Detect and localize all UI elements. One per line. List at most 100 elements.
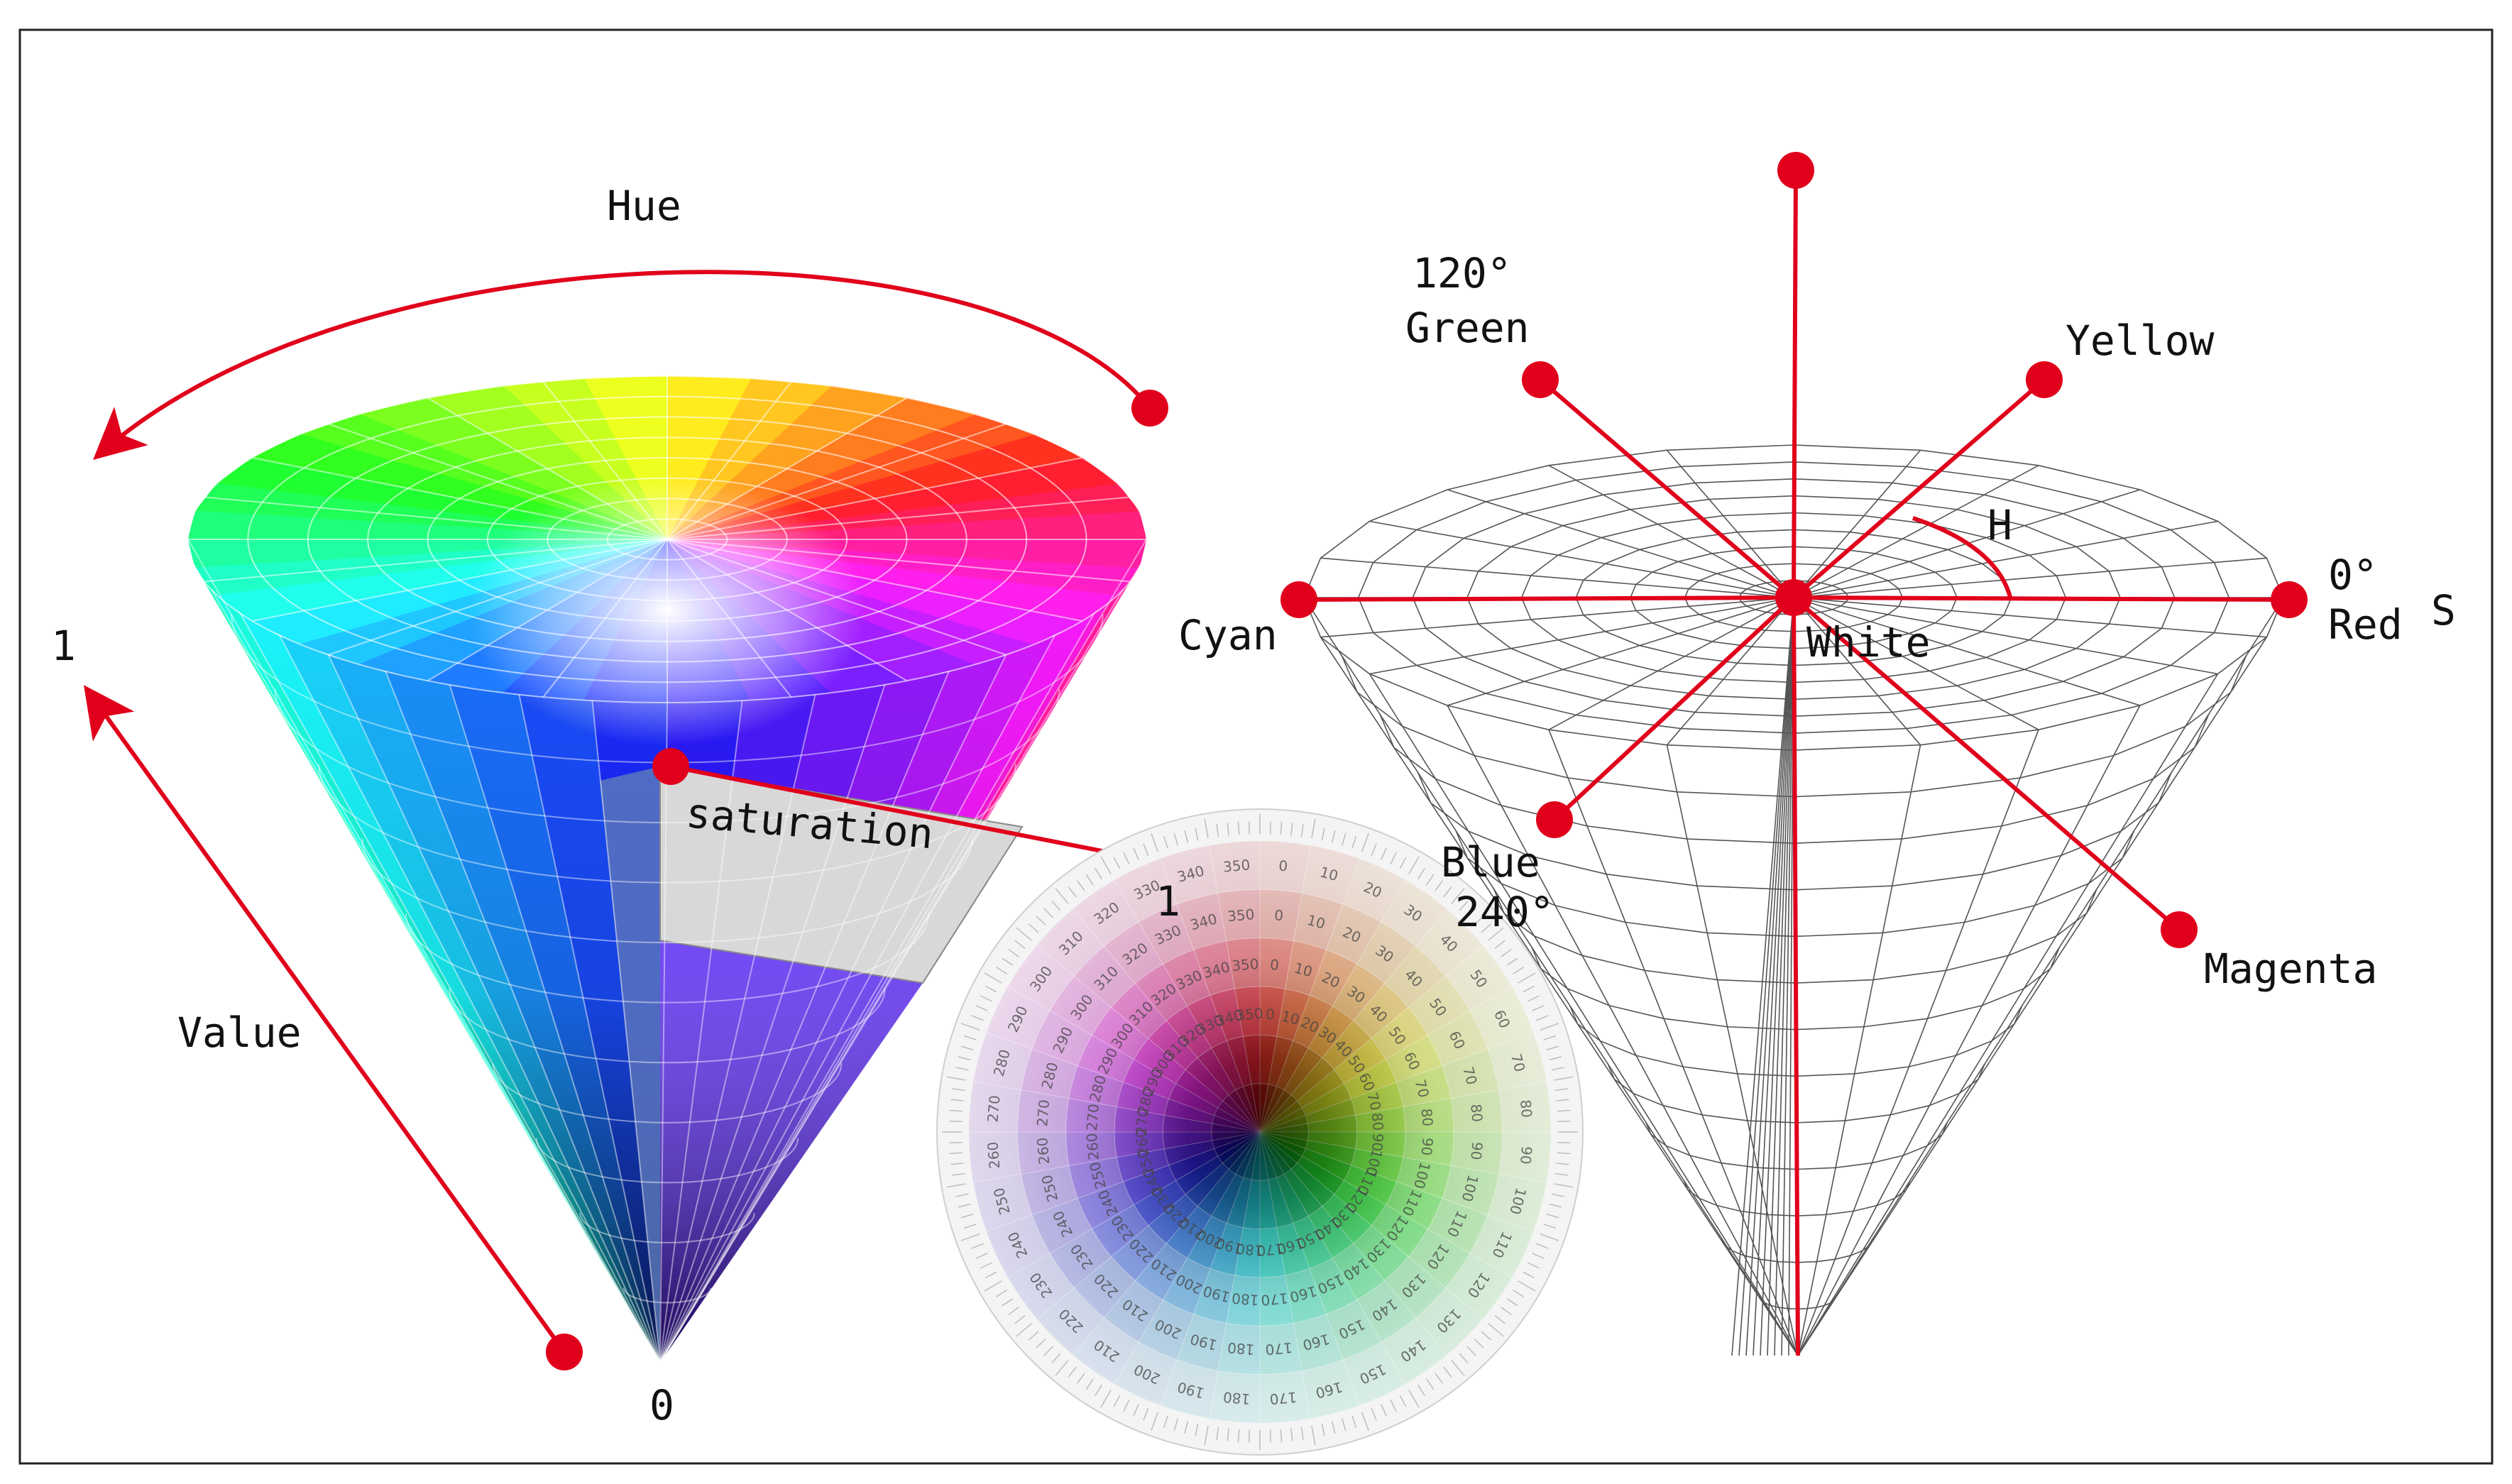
wheel-tick — [1536, 1243, 1549, 1249]
wheel-tick — [1466, 1346, 1476, 1356]
cone-grid-ring — [405, 913, 930, 1004]
wheel-tick — [984, 1271, 997, 1279]
cap-grid-spoke — [667, 457, 1082, 540]
wheel-tick — [1417, 1384, 1425, 1396]
wheel-tick — [1528, 1262, 1540, 1269]
wheel-tick — [1554, 1172, 1568, 1176]
right-cone-hue-rays — [1280, 152, 2308, 1356]
wheel-tick — [980, 1262, 992, 1269]
wheel-tick — [1459, 901, 1469, 911]
cone-grid-line — [591, 700, 661, 1363]
wheel-tick — [1068, 1366, 1077, 1378]
value-arrow — [83, 685, 566, 1353]
wheel-degree-label: 350 — [1231, 955, 1259, 974]
wheel-tick — [1549, 1056, 1562, 1061]
wheel-tick — [1151, 832, 1159, 852]
cone-wire-line — [1548, 729, 1799, 1356]
wheel-tick — [1390, 852, 1397, 864]
h-angle-arc — [1912, 516, 2013, 600]
cone-grid-ring — [449, 988, 886, 1064]
cap-wire-spoke — [1793, 597, 2218, 675]
cap-wire-spoke — [1666, 449, 1794, 598]
wheel-tick — [950, 1163, 964, 1165]
wheel-degree-label: 260 — [1133, 1128, 1152, 1156]
wheel-degree-label: 80 — [1467, 1104, 1486, 1123]
cap-grid-spoke — [204, 496, 668, 540]
cone-grid-line — [659, 539, 1147, 1363]
wheel-tick — [1408, 856, 1420, 874]
wheel-tick — [1506, 1298, 1518, 1307]
wheel-tick — [1237, 1429, 1240, 1442]
cap-grid-spoke — [667, 539, 1131, 583]
wheel-tick — [971, 1015, 984, 1021]
cone-grid-ring — [492, 1063, 843, 1123]
wheel-degree-label: 80 — [1418, 1108, 1437, 1127]
wheel-degree-label: 180 — [1231, 1290, 1259, 1309]
wheel-tick — [1557, 1120, 1571, 1123]
magenta-ray — [1792, 595, 2181, 932]
green-angle-label: 120° — [1413, 249, 1512, 297]
saturation-max-label: 1 — [1156, 877, 1180, 925]
wheel-tick — [946, 1183, 967, 1188]
green-dot — [1522, 361, 1559, 398]
cap-wire-spoke — [1320, 597, 1794, 638]
cone-grid-ring — [318, 764, 1016, 884]
wheel-degree-label: 90 — [1369, 1133, 1387, 1152]
wheel-tick — [1399, 857, 1407, 869]
value-arrow-start-dot — [546, 1334, 583, 1370]
wheel-tick — [1371, 843, 1377, 856]
cone-grid-line — [659, 564, 1141, 1363]
wheel-tick — [1351, 836, 1357, 849]
wheel-tick — [960, 1233, 980, 1241]
cone-wire-line — [1797, 637, 2268, 1356]
wheel-tick — [1518, 1280, 1536, 1292]
wheel-tick — [1546, 1214, 1559, 1219]
wheel-tick — [1076, 880, 1085, 891]
wheel-tick — [1501, 1307, 1512, 1316]
wheel-tick — [1474, 1339, 1484, 1348]
cone-grid-line — [518, 694, 661, 1363]
cap-wire-spoke — [1793, 597, 2141, 706]
cap-grid-spoke — [204, 539, 668, 583]
wheel-tick — [1342, 832, 1347, 846]
wheel-tick — [1237, 822, 1240, 835]
wheel-tick — [1543, 1224, 1556, 1229]
wheel-tick — [1248, 821, 1251, 835]
wheel-tick — [1466, 908, 1476, 918]
cone-grid-line — [239, 612, 661, 1363]
cone-grid-line — [659, 612, 1095, 1363]
wheel-tick — [1426, 874, 1435, 886]
cone-wire-line — [1447, 705, 1799, 1356]
wheel-tick — [1442, 1366, 1452, 1378]
wheel-tick — [1008, 948, 1019, 957]
wheel-tick — [1459, 1353, 1469, 1363]
wheel-tick — [1381, 1404, 1387, 1417]
cone-grid-line — [211, 589, 661, 1363]
yellow-ray — [1792, 378, 2046, 600]
cone-grid-line — [659, 589, 1124, 1363]
red-label: Red — [2328, 600, 2403, 649]
wheel-degree-label: 270 — [984, 1094, 1003, 1123]
wheel-degree-label: 180 — [1222, 1388, 1251, 1407]
wheel-tick — [1068, 886, 1077, 898]
wheel-tick — [1014, 1314, 1026, 1324]
wheel-tick — [960, 1023, 980, 1031]
wheel-degree-label: 180 — [1227, 1339, 1255, 1358]
blue-label: Blue — [1441, 838, 1540, 886]
wheel-tick — [958, 1203, 971, 1208]
wheel-tick — [1494, 1314, 1505, 1324]
wheel-tick — [1051, 901, 1061, 911]
magenta-dot — [2161, 911, 2198, 948]
wheel-tick — [1227, 1428, 1229, 1441]
cone-grid-ring — [535, 1138, 799, 1184]
hue-arrow-start-dot — [1131, 390, 1168, 427]
wheel-tick — [1300, 824, 1304, 837]
wheel-tick — [1331, 1421, 1336, 1434]
wheel-tick — [1133, 847, 1139, 860]
yellow-label: Yellow — [2066, 317, 2215, 365]
wheel-tick — [996, 967, 1008, 975]
wheel-degree-label: 0 — [1273, 906, 1284, 924]
cutaway-shade — [660, 940, 923, 1363]
wheel-tick — [1390, 1400, 1397, 1412]
wheel-tick — [1321, 828, 1325, 841]
